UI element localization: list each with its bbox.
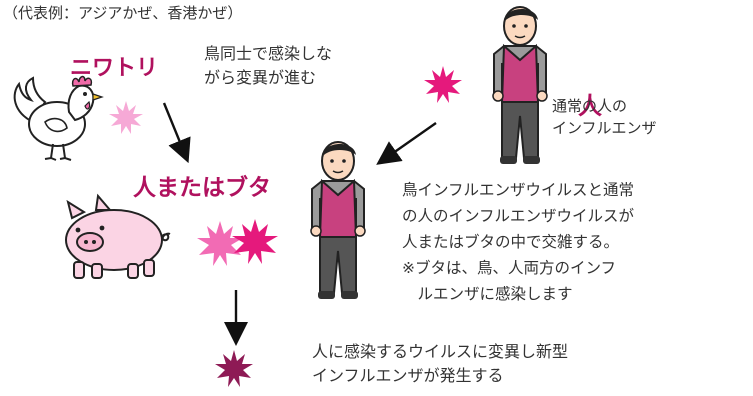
note-line: 鳥インフルエンザウイルスと通常	[402, 181, 635, 199]
chicken-icon	[13, 75, 104, 161]
note-line: 鳥同士で感染しな	[204, 44, 333, 63]
virus-icon	[424, 66, 462, 103]
label-human-or-pig: 人またはブタ	[133, 175, 271, 201]
note-bird-spread: 鳥同士で感染しな がら変異が進む	[204, 42, 332, 90]
note-new-type: 人に感染するウイルスに変異し新型 インフルエンザが発生する	[312, 340, 568, 388]
note-line: ルエンザに感染します	[402, 285, 573, 303]
label-human: 人	[578, 92, 602, 120]
virus-icon	[197, 221, 243, 266]
note-line: インフルエンザが発生する	[312, 366, 504, 385]
note-line: がら変異が進む	[204, 68, 317, 87]
label-chicken: ニワトリ	[70, 56, 159, 81]
virus-icon	[109, 101, 143, 134]
human-figure-icon	[492, 6, 548, 164]
note-line: ※ブタは、鳥、人両方のインフ	[402, 259, 617, 277]
note-human-flu: 通常の人の インフルエンザ	[552, 95, 657, 139]
human-figure-icon	[310, 141, 366, 299]
header-note: （代表例：アジアかぜ、香港かぜ）	[3, 4, 243, 22]
pig-icon	[65, 193, 171, 279]
note-line: 人またはブタの中で交雑する。	[402, 233, 620, 251]
note-line: 人に感染するウイルスに変異し新型	[312, 342, 569, 361]
note-line: の人のインフルエンザウイルスが	[402, 207, 635, 225]
note-reassortment: 鳥インフルエンザウイルスと通常 の人のインフルエンザウイルスが 人またはブタの中…	[402, 177, 634, 307]
virus-icon	[215, 350, 253, 387]
note-line: 通常の人の	[552, 97, 628, 115]
note-line: インフルエンザ	[552, 119, 657, 137]
virus-icon	[232, 219, 278, 264]
